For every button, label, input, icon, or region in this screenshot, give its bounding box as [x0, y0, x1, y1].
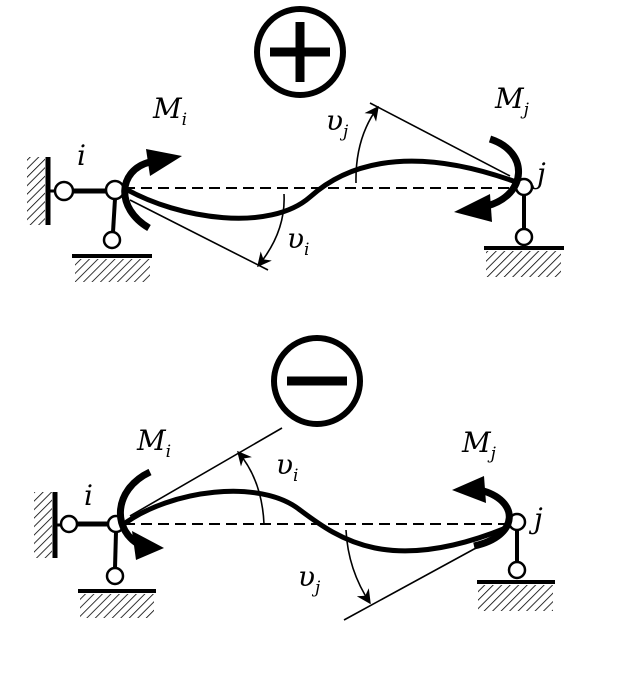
moment-label-i: Mi: [152, 92, 187, 130]
plus-sign-icon: [254, 6, 346, 98]
support-j: [484, 177, 564, 277]
angle-label-j-2: υj: [298, 560, 321, 598]
moment-label-j-2: Mj: [461, 426, 497, 464]
support-i-2: [78, 514, 156, 618]
tangent-line-j-2: [343, 535, 499, 621]
tangent-line-i: [129, 199, 269, 271]
moment-arrow-i: [121, 149, 182, 232]
tangent-line-j: [369, 102, 511, 177]
minus-sign-icon: [271, 335, 363, 427]
moment-arrow-j-2: [452, 476, 513, 550]
angle-label-j: υj: [326, 104, 349, 142]
angle-arc-j: [355, 105, 379, 184]
moment-arrow-j: [454, 135, 522, 222]
angle-arc-i-2: [237, 450, 265, 525]
angle-arc-j-2: [345, 529, 371, 605]
deflected-beam-2: [122, 488, 507, 554]
tangent-line-i-2: [129, 427, 283, 517]
positive-case-diagram: Mi Mj i j υi υj: [27, 6, 564, 282]
node-label-i-2: i: [84, 479, 93, 512]
negative-case-diagram: Mi Mj i j υi υj: [34, 335, 555, 621]
fixed-wall-left-2: [34, 492, 108, 558]
support-i: [72, 179, 152, 282]
fixed-wall-left: [27, 157, 106, 225]
moment-label-j: Mj: [494, 82, 530, 120]
angle-label-i-2: υi: [276, 448, 298, 486]
deflected-beam: [122, 158, 517, 221]
moment-arrow-i-2: [116, 468, 164, 560]
moment-label-i-2: Mi: [136, 424, 171, 462]
node-label-j: j: [531, 157, 546, 190]
angle-label-i: υi: [287, 222, 309, 260]
node-label-j-2: j: [528, 502, 543, 535]
angle-arc-i: [257, 193, 285, 268]
support-j-2: [477, 512, 555, 611]
node-label-i: i: [77, 139, 86, 172]
